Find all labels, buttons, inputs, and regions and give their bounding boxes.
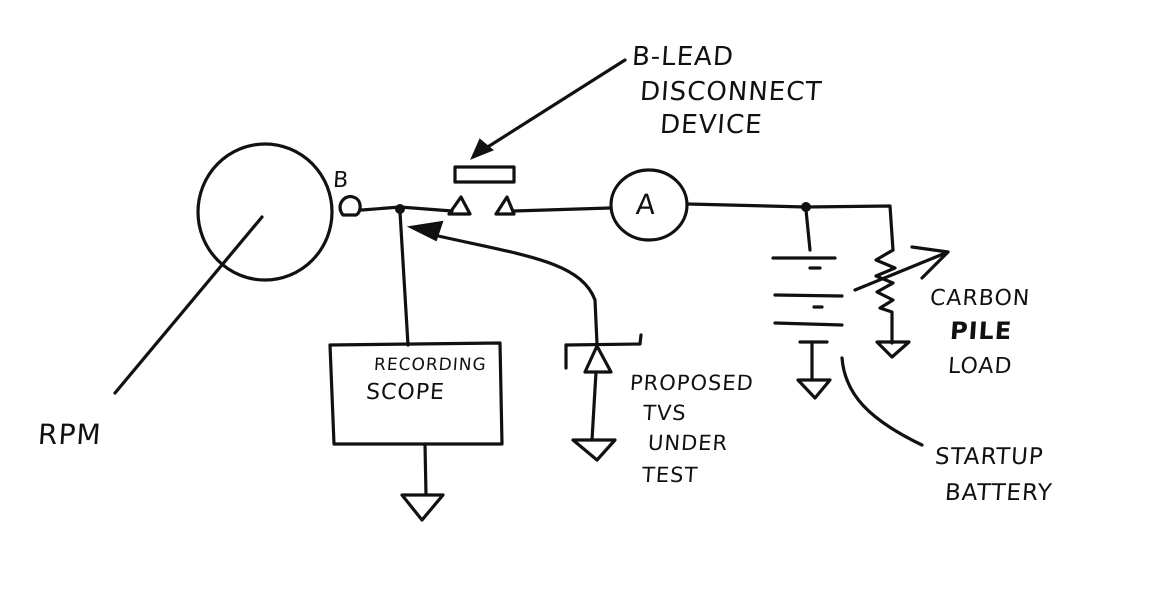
battery-leader-line	[840, 356, 924, 447]
tvs-top-wire	[593, 298, 599, 346]
disconnect-label-line3: DEVICE	[658, 110, 764, 140]
scope-box	[328, 341, 504, 446]
scope-ground-icon	[400, 493, 445, 522]
rpm-label: RPM	[36, 418, 103, 451]
scope-probe-wire	[398, 210, 410, 347]
main-bus-right	[686, 202, 895, 252]
tvs-bottom-wire	[590, 370, 598, 442]
terminal-b-label: B	[332, 168, 351, 193]
variable-resistor-arrowhead	[910, 245, 950, 280]
tvs-lead-arrowhead	[406, 220, 444, 242]
battery-plate-2	[773, 293, 844, 298]
alternator-circle	[196, 142, 334, 282]
disconnect-label-line2: DISCONNECT	[638, 77, 824, 107]
tvs-label-line4: TEST	[641, 463, 700, 487]
tvs-label-line1: PROPOSED	[629, 371, 755, 395]
rpm-leader-line	[113, 215, 264, 395]
load-ground-icon	[875, 340, 911, 359]
tvs-ground-icon	[571, 438, 617, 462]
disconnect-label-line1: B-LEAD	[630, 42, 736, 72]
disconnect-contact-left	[447, 195, 472, 216]
scope-ground-wire	[423, 442, 428, 497]
battery-label-line1: STARTUP	[934, 444, 1045, 470]
battery-plate-3	[773, 321, 844, 327]
load-label-line1: CARBON	[929, 286, 1032, 311]
tvs-cathode-bar	[564, 333, 643, 347]
battery-top-wire	[804, 208, 812, 252]
disconnect-device-bar	[453, 165, 516, 184]
battery-ground-icon	[796, 378, 832, 400]
disconnect-label-arrow	[473, 58, 627, 157]
scope-label-line2: SCOPE	[365, 380, 446, 405]
battery-label-line2: BATTERY	[944, 480, 1054, 506]
b-terminal-icon	[338, 194, 362, 217]
ammeter-label: A	[634, 188, 658, 221]
tvs-label-line3: UNDER	[647, 431, 729, 455]
wire-to-ammeter	[512, 206, 612, 213]
variable-resistor-arrow	[853, 250, 950, 292]
load-label-line3: LOAD	[947, 354, 1014, 379]
carbon-pile-resistor	[874, 248, 897, 345]
tvs-diode-triangle	[583, 344, 613, 374]
load-label-line2: PILE	[949, 317, 1014, 345]
tvs-lead-arrow-line	[423, 231, 597, 302]
tvs-label-line2: TVS	[642, 401, 688, 425]
disconnect-contact-right	[494, 195, 516, 216]
main-bus-left	[360, 205, 454, 213]
disconnect-arrowhead	[470, 138, 494, 160]
